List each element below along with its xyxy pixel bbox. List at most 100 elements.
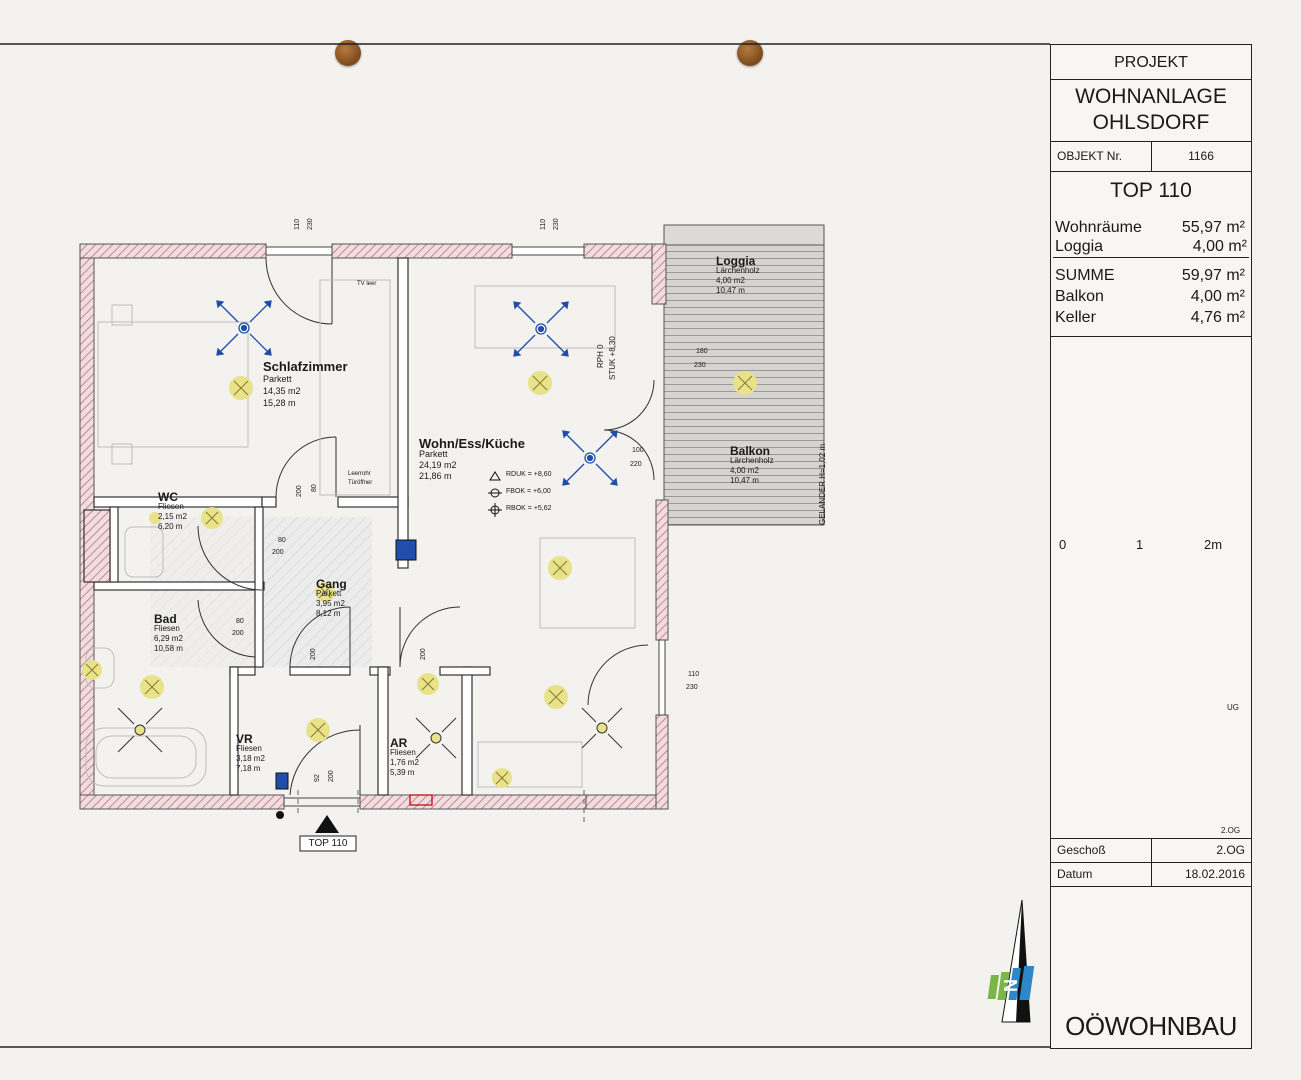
area-value: 59,97 m² xyxy=(1181,267,1245,284)
level-markers xyxy=(488,471,502,517)
dim-label: 80 xyxy=(236,618,244,625)
room-balkon: Balkon Lärchenholz 4,00 m2 10,47 m xyxy=(730,444,774,486)
room-area: 3,95 m2 xyxy=(316,599,345,608)
distribution-box xyxy=(395,539,417,561)
room-loggia: Loggia Lärchenholz 4,00 m2 10,47 m xyxy=(716,254,760,296)
room-floor: Parkett xyxy=(316,589,342,598)
maps-section: 0 1 2m UG 2.OG xyxy=(1051,336,1251,839)
project-name-line1: WOHNANLAGE xyxy=(1075,85,1227,108)
dim-label: 180 xyxy=(696,348,708,355)
dim-label: 80 xyxy=(311,484,318,492)
dim-label: 200 xyxy=(272,549,284,556)
dim-label: 80 xyxy=(278,537,286,544)
dim-label: 230 xyxy=(694,362,706,369)
room-name: Balkon xyxy=(730,444,771,458)
area-value: 4,76 m² xyxy=(1190,309,1245,326)
area-label: Loggia xyxy=(1055,238,1104,255)
room-area: 24,19 m2 xyxy=(419,460,457,470)
room-floor: Fliesen xyxy=(390,748,416,757)
interior-walls xyxy=(83,257,491,796)
windows xyxy=(265,246,666,807)
room-perimeter: 21,86 m xyxy=(419,471,452,481)
room-floor: Fliesen xyxy=(154,624,180,633)
dim-label: 230 xyxy=(553,218,560,230)
room-floor: Parkett xyxy=(263,374,292,384)
room-area: 1,76 m2 xyxy=(390,758,419,767)
label-tueroeffner: Türöffner xyxy=(348,480,373,486)
datum-row: Datum 18.02.2016 xyxy=(1051,862,1251,887)
dim-label: 110 xyxy=(688,671,700,678)
label-gelander: GELANDER H=1,02 m xyxy=(818,443,827,525)
room-perimeter: 8,12 m xyxy=(316,609,341,618)
dim-label: 200 xyxy=(296,485,303,497)
area-row-keller: Keller 4,76 m² xyxy=(1055,307,1245,328)
room-name: Loggia xyxy=(716,254,756,268)
label-tv-leer: TV leer xyxy=(357,281,377,287)
geschoss-row: Geschoß 2.OG xyxy=(1051,838,1251,863)
room-name: VR xyxy=(236,732,253,746)
room-floor: Fliesen xyxy=(236,744,262,753)
room-ar: AR Fliesen 1,76 m2 5,39 m xyxy=(390,736,419,778)
ceiling-outlets xyxy=(216,300,618,486)
room-name: Bad xyxy=(154,612,177,626)
area-label: Wohnräume xyxy=(1055,219,1142,236)
level-rduk: RDUK = +8,60 xyxy=(506,471,552,478)
room-perimeter: 15,28 m xyxy=(263,398,296,408)
room-perimeter: 6,20 m xyxy=(158,522,183,531)
north-letter: N xyxy=(1001,979,1021,992)
label-stuk: STUK +8,30 xyxy=(608,336,617,380)
brand-name: OÖWOHNBAU xyxy=(1065,1011,1237,1041)
label-leerrohr: Leerrohr xyxy=(348,471,371,477)
project-name-row: WOHNANLAGE OHLSDORF xyxy=(1051,79,1251,142)
title-block: PROJEKT WOHNANLAGE OHLSDORF OBJEKT Nr. 1… xyxy=(1050,44,1252,1049)
scale-label-1: 1 xyxy=(1136,537,1144,552)
room-perimeter: 5,39 m xyxy=(390,768,415,777)
room-area: 4,00 m2 xyxy=(730,466,759,475)
datum-value: 18.02.2016 xyxy=(1184,867,1245,881)
entrance-label: TOP 110 xyxy=(308,838,348,849)
room-area: 6,29 m2 xyxy=(154,634,183,643)
room-area: 4,00 m2 xyxy=(716,276,745,285)
room-name: WC xyxy=(158,490,178,504)
project-name-line2: OHLSDORF xyxy=(1092,111,1210,134)
area-value: 55,97 m² xyxy=(1181,219,1245,236)
room-perimeter: 10,58 m xyxy=(154,644,183,653)
area-value: 4,00 m² xyxy=(1192,238,1247,255)
area-label: Keller xyxy=(1055,309,1096,326)
level-rbok: RBOK = +5,62 xyxy=(506,505,552,512)
room-wohn: Wohn/Ess/Küche Parkett 24,19 m2 21,86 m xyxy=(419,437,525,482)
area-label: SUMME xyxy=(1055,267,1115,284)
room-floor: Lärchenholz xyxy=(730,456,774,465)
bath-floor xyxy=(150,517,262,667)
dim-label: 92 xyxy=(314,774,321,782)
projekt-row: PROJEKT xyxy=(1051,45,1251,80)
room-area: 2,15 m2 xyxy=(158,512,187,521)
room-wc: WC Fliesen 2,15 m2 6,20 m xyxy=(158,490,187,532)
room-floor: Fliesen xyxy=(158,502,184,511)
geschoss-label: Geschoß xyxy=(1057,843,1106,857)
meter-box xyxy=(275,772,289,790)
room-name: AR xyxy=(390,736,408,750)
geschoss-value: 2.OG xyxy=(1216,843,1245,857)
room-gang: Gang Parkett 3,95 m2 8,12 m xyxy=(316,578,347,619)
north-arrow-icon xyxy=(1001,899,1031,1023)
balcony-parapet xyxy=(663,224,825,246)
room-perimeter: 10,47 m xyxy=(730,476,759,485)
room-schlafzimmer: Schlafzimmer Parkett 14,35 m2 15,28 m xyxy=(263,359,348,409)
room-name: Schlafzimmer xyxy=(263,359,348,374)
dim-label: 200 xyxy=(328,770,335,782)
label-rph: RPH 0 xyxy=(596,344,605,368)
top-label: TOP 110 xyxy=(1110,179,1192,202)
projekt-label: PROJEKT xyxy=(1114,54,1188,71)
ceiling-lights xyxy=(82,371,757,788)
scale-label-2: 2m xyxy=(1204,537,1223,552)
dim-label: 220 xyxy=(630,461,642,468)
room-floor: Lärchenholz xyxy=(716,266,760,275)
brand-logo-icon xyxy=(987,966,1035,1000)
objekt-label: OBJEKT Nr. xyxy=(1057,149,1123,163)
red-marker xyxy=(409,794,433,806)
area-row-wohnraeume: Wohnräume 55,97 m² xyxy=(1055,217,1245,238)
dim-label: 100 xyxy=(632,447,644,454)
